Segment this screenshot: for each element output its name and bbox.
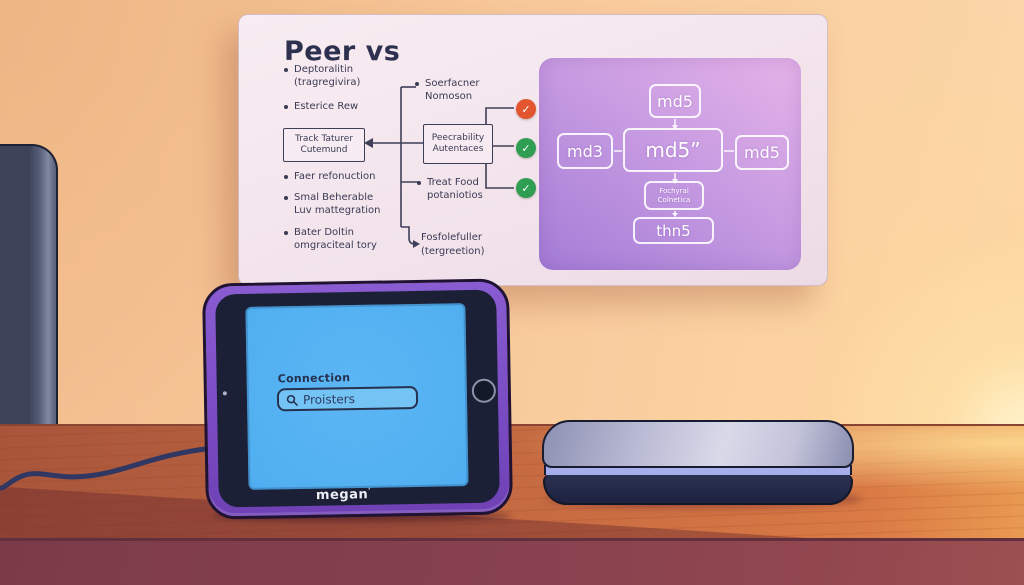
home-button[interactable] [471,378,497,404]
search-input[interactable]: Proisters [276,385,419,412]
check-icon: ✓ [516,138,536,158]
connection-label: Connection [277,371,351,386]
bullet-item: Faer refonuction [283,171,376,182]
flow-node-left: md3 [557,133,613,169]
brand-label: megan’ [315,486,372,503]
bullet-item: Soerfacner Nomoson [414,78,480,102]
track-box: Track Taturer Cutemund [283,128,365,162]
flow-diagram-panel: md5 md3 md5” md5 Fochyral Colnetica thn5 [539,58,801,270]
flow-node-mid: Fochyral Colnetica [644,181,704,210]
flow-node-center: md5” [623,128,723,172]
flow-node-right: md5 [735,135,789,170]
peer-box: Peecrability Autentaces [423,124,493,164]
router-base [543,474,853,505]
desk-front-edge [0,538,1024,585]
tablet-bezel: Connection Proisters megan’ [215,289,500,508]
search-value: Proisters [302,391,356,407]
bullet-item: Bater Doltin omgraciteal tory [284,227,377,251]
bullet-item: Smal Beherable Luv mattegration [283,192,381,216]
search-icon [286,394,298,406]
tablet-screen: Connection Proisters [245,303,469,490]
regression-note: Fosfolefuller (tergreetion) [421,232,485,257]
monitor-edge [0,144,58,426]
board-title: Peer vs [284,36,401,67]
camera-icon [222,391,227,396]
flow-node-bottom: thn5 [633,217,714,244]
whiteboard: Peer vs Deptoralitin (tragregivira) Este… [238,14,828,286]
router-device [542,420,862,512]
bullet-item: Treat Food potaniotios [417,177,483,201]
flow-node-top: md5 [649,84,701,118]
router-lid [542,420,854,468]
bullet-item: Deptoralitin (tragregivira) [283,64,361,88]
tablet-device: Connection Proisters megan’ [201,278,514,520]
check-icon: ✓ [516,178,536,198]
check-icon: ✓ [516,99,536,119]
bullet-item: Esterice Rew [283,101,359,112]
router-light-stripe [544,465,852,475]
